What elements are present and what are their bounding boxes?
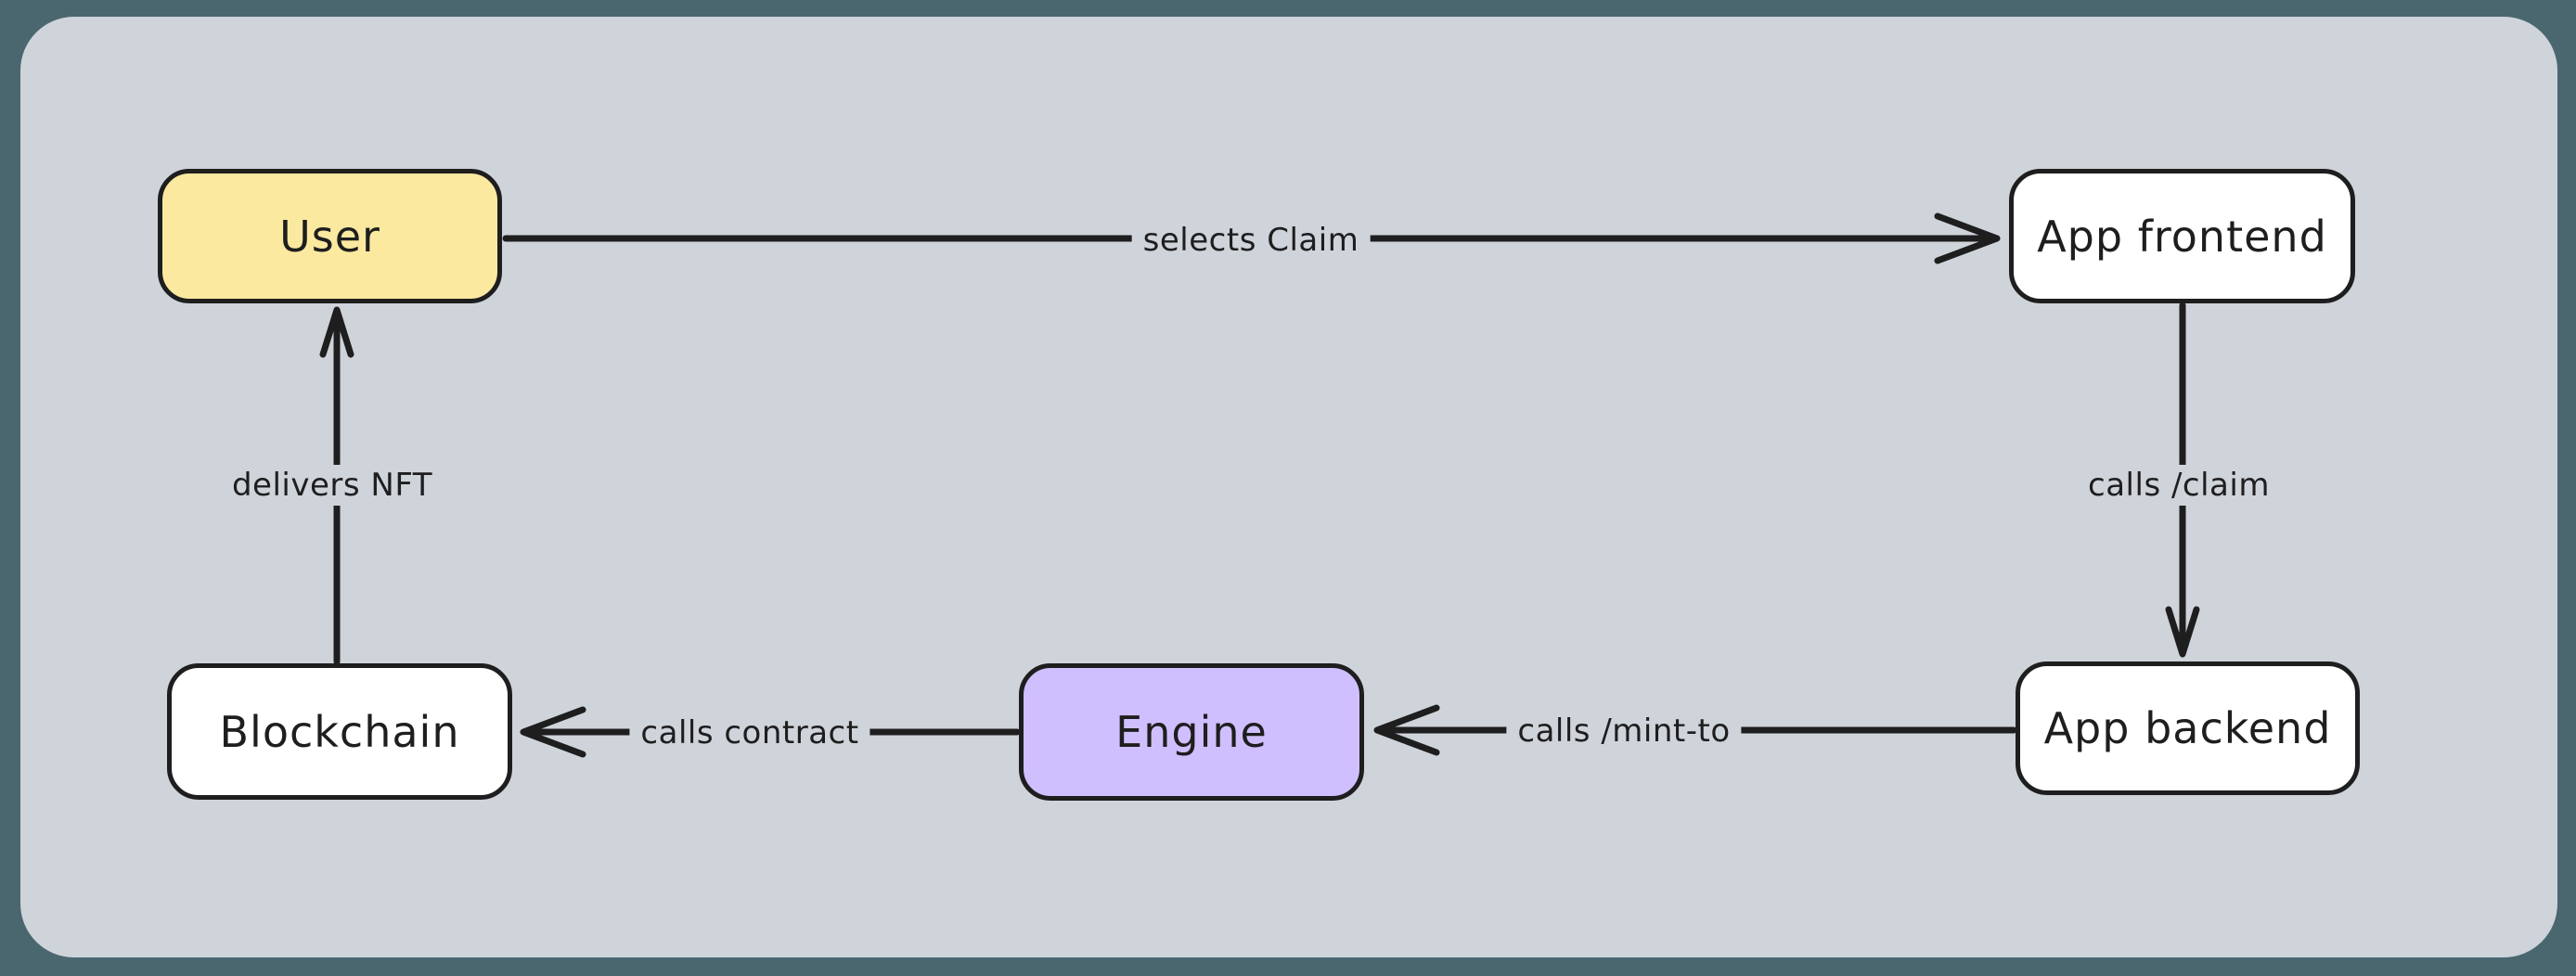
edge-label-calls-mint-to: calls /mint-to	[1506, 711, 1742, 751]
node-user: User	[158, 169, 502, 303]
node-app-frontend: App frontend	[2009, 169, 2355, 303]
node-app-backend-label: App backend	[2043, 703, 2332, 753]
edge-label-delivers-nft: delivers NFT	[220, 465, 444, 506]
edge-label-calls-contract: calls contract	[629, 713, 870, 753]
node-user-label: User	[279, 211, 380, 262]
node-engine-label: Engine	[1115, 707, 1268, 757]
node-blockchain-label: Blockchain	[219, 706, 460, 757]
node-app-backend: App backend	[2016, 661, 2360, 795]
edge-label-calls-claim: calls /claim	[2077, 465, 2281, 506]
node-blockchain: Blockchain	[167, 663, 512, 800]
node-app-frontend-label: App frontend	[2037, 211, 2327, 262]
node-engine: Engine	[1019, 663, 1364, 801]
edge-label-selects-claim: selects Claim	[1131, 220, 1371, 261]
